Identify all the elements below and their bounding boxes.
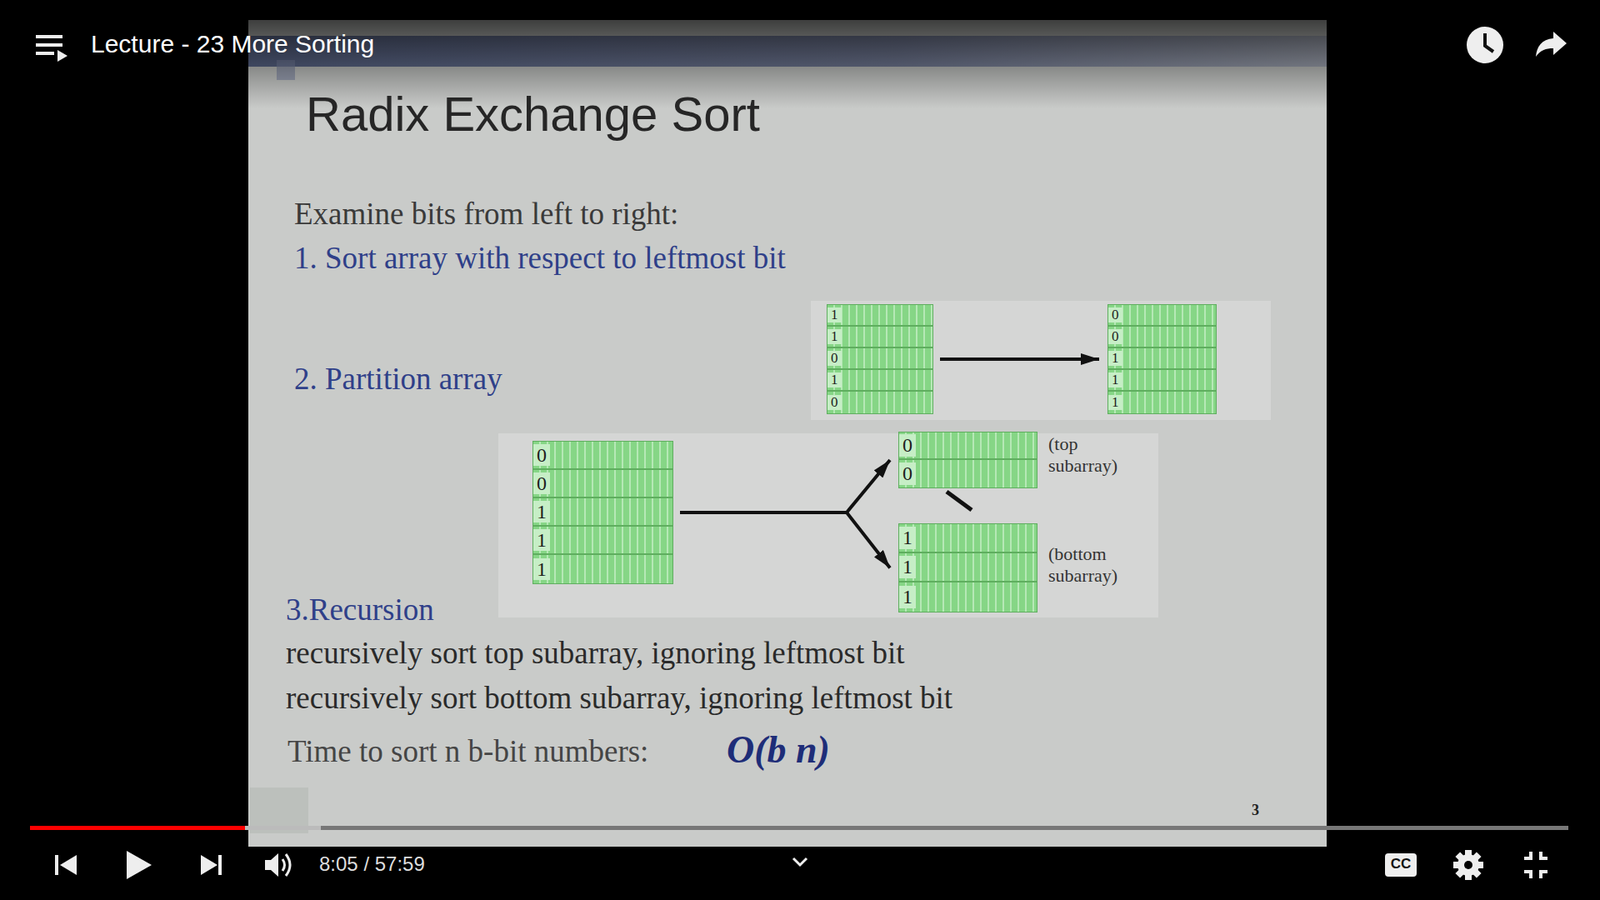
slide-title: Radix Exchange Sort	[305, 85, 760, 144]
array-cell: 0	[827, 391, 933, 414]
slide-text: Examine bits from left to right:	[294, 195, 679, 233]
previous-icon	[55, 855, 77, 875]
bit-value: 0	[899, 434, 916, 456]
arrow-connector	[680, 460, 890, 513]
bit-value: 1	[827, 307, 842, 324]
bit-array: 0 0 1 1 1	[1107, 304, 1217, 415]
fullscreen-exit-icon	[1524, 851, 1548, 879]
arrow-connector	[940, 357, 1100, 361]
bit-value: 1	[1108, 372, 1123, 389]
array-cell: 0	[1108, 326, 1216, 349]
step-heading: 2. Partition array	[294, 360, 503, 398]
bit-value: 0	[1108, 307, 1123, 324]
playlist-icon	[35, 35, 68, 62]
bit-array: 0 0 1 1 1	[532, 440, 674, 585]
progress-buffer	[245, 825, 321, 830]
bit-value: 1	[1108, 395, 1123, 411]
array-cell: 1	[827, 370, 933, 392]
subarray-label: (bottom subarray)	[1048, 543, 1140, 588]
volume-icon	[265, 853, 290, 877]
bit-value: 1	[899, 526, 916, 549]
step-heading: 3.Recursion	[285, 591, 435, 629]
tick-mark	[946, 491, 972, 510]
arrow-connector	[680, 512, 890, 569]
slide-background	[248, 20, 1327, 847]
bit-value: 0	[533, 472, 550, 495]
progress-track	[30, 825, 1569, 830]
array-cell: 1	[1108, 348, 1216, 370]
progress-played	[30, 825, 245, 830]
array-cell: 1	[533, 526, 673, 555]
video-title: Lecture - 23 More Sorting	[90, 29, 375, 60]
subarray-label: (top subarray)	[1048, 433, 1140, 478]
complexity-formula: O(b n)	[726, 726, 830, 773]
bit-array: 1 1 1	[898, 523, 1038, 613]
bit-value: 0	[899, 462, 916, 485]
bit-value: 1	[533, 558, 550, 580]
array-cell: 1	[827, 326, 933, 349]
bit-array: 00	[898, 431, 1038, 489]
figure-panel	[810, 300, 1271, 420]
array-cell: 0	[899, 460, 1037, 488]
bit-value: 1	[533, 500, 550, 523]
chevron-icon	[793, 858, 807, 865]
slide-number: 3	[1251, 801, 1260, 820]
array-cell: 0	[533, 441, 673, 470]
play-icon	[126, 850, 152, 880]
figure-panel	[498, 433, 1159, 618]
bit-value: 1	[899, 555, 916, 578]
bit-value: 1	[899, 585, 916, 608]
array-cell: 1	[899, 582, 1037, 612]
bit-value: 0	[533, 444, 550, 466]
array-cell: 1	[827, 305, 933, 327]
step-heading: 1. Sort array with respect to leftmost b…	[294, 240, 786, 277]
slide-text: Time to sort n b-bit numbers:	[287, 733, 649, 770]
slide-text: recursively sort top subarray, ignoring …	[285, 635, 905, 672]
array-cell: 1	[1108, 370, 1216, 392]
bit-array: 1 1 0 1 0	[826, 304, 934, 415]
bit-value: 1	[827, 329, 842, 345]
array-cell: 0	[827, 348, 933, 370]
array-cell: 1	[533, 498, 673, 527]
bit-value: 1	[827, 372, 842, 389]
array-cell: 1	[899, 553, 1037, 583]
captions-text: CC	[1385, 855, 1417, 873]
bit-value: 0	[1108, 329, 1123, 345]
bit-value: 1	[1108, 350, 1123, 367]
bit-value: 0	[827, 395, 842, 411]
array-cell: 1	[533, 555, 673, 584]
next-icon	[200, 855, 222, 875]
captions-icon	[1385, 853, 1417, 877]
array-cell: 0	[1108, 305, 1216, 327]
settings-icon	[1453, 850, 1484, 880]
array-cell: 1	[1108, 391, 1216, 414]
array-cell: 0	[533, 470, 673, 499]
array-cell: 0	[899, 432, 1037, 460]
time-display: 8:05 / 57:59	[319, 852, 425, 877]
bit-value: 0	[827, 350, 842, 367]
top-overlay	[0, 0, 1600, 109]
share-icon	[1535, 31, 1567, 57]
bit-value: 1	[533, 529, 550, 551]
watch-later-icon	[1466, 26, 1504, 64]
array-cell: 1	[899, 524, 1037, 554]
slide-text: recursively sort bottom subarray, ignori…	[285, 680, 953, 717]
